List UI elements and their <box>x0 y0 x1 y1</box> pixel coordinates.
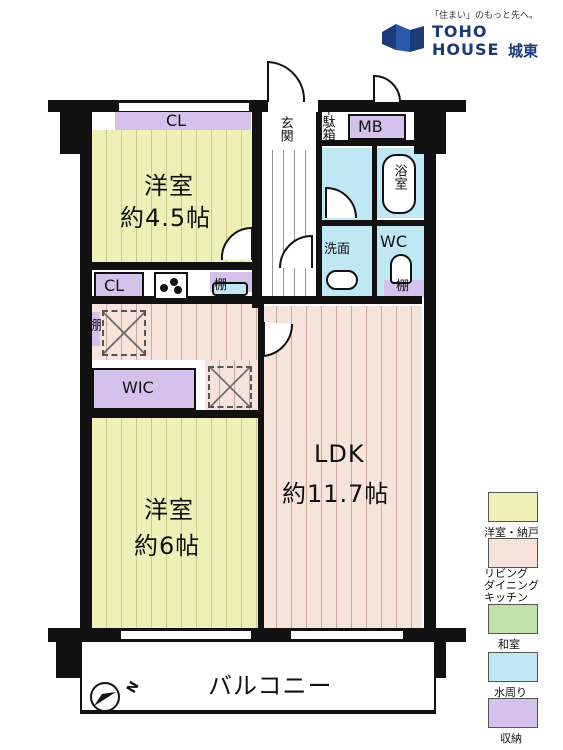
wall-corridor-left <box>252 112 262 308</box>
shoe-box-label: 下駄箱 <box>319 102 335 141</box>
storage-box-right-icon <box>208 366 252 408</box>
wall-corridor-right <box>316 112 322 302</box>
washbasin-icon <box>326 270 358 290</box>
washroom-label: 洗面 <box>324 242 351 257</box>
ldk-door-icon <box>263 322 294 358</box>
western-bottom-name: 洋室 <box>144 496 194 524</box>
legend-label-storage: 収納 <box>500 732 522 745</box>
corridor <box>262 150 318 300</box>
window-bottom-right <box>290 630 404 640</box>
wall-top-room-bottom <box>92 262 252 270</box>
legend-label-water: 水周り <box>494 686 527 699</box>
wall-bottom-room-top <box>92 410 258 418</box>
logo: 「住まい」のもっと先へ。 TOHO HOUSE 城東 <box>382 8 557 60</box>
legend-swatch-western <box>488 492 538 522</box>
wall-ldk-left <box>258 304 264 630</box>
mb-label: MB <box>358 117 383 136</box>
cl-mid-label: CL <box>104 276 125 295</box>
logo-tagline: 「住まい」のもっと先へ。 <box>430 11 539 21</box>
western-top-name: 洋室 <box>144 172 194 200</box>
logo-line2: HOUSE <box>432 40 500 59</box>
mb-box <box>348 114 406 140</box>
shelf-wc-box <box>384 280 424 296</box>
legend-swatch-ldk <box>488 538 538 568</box>
logo-line1: TOHO <box>432 22 488 41</box>
wall-right <box>424 100 436 640</box>
room-top-door-icon <box>220 226 253 261</box>
legend-label-japanese: 和室 <box>498 638 520 651</box>
ldk-name: LDK <box>314 440 365 468</box>
toilet-icon <box>390 254 412 284</box>
storage-box-left-icon <box>102 310 146 356</box>
legend-label-ldk: リビング ダイニング キッチン <box>484 567 539 605</box>
mb-door-icon <box>373 74 401 103</box>
compass-icon <box>90 682 120 712</box>
legend-label-western: 洋室・納戸 <box>484 526 539 539</box>
logo-mark-icon <box>382 24 424 52</box>
legend-swatch-storage <box>488 698 538 728</box>
wall-mb-bottom <box>318 140 426 146</box>
pillar-tl <box>60 100 92 154</box>
western-bottom-size: 約6帖 <box>134 532 201 560</box>
wc-label: WC <box>380 232 407 251</box>
washroom-door-icon <box>279 234 313 269</box>
legend-swatch-water <box>488 652 538 682</box>
western-room-bottom <box>92 418 258 630</box>
western-top-size: 約4.5帖 <box>120 204 212 232</box>
entrance-door-icon <box>267 60 306 103</box>
legend-swatch-japanese <box>488 604 538 634</box>
logo-branch: 城東 <box>508 42 539 60</box>
bathtub-icon <box>382 154 416 214</box>
cl-top-label: CL <box>166 111 187 130</box>
bath-door-icon <box>325 186 357 219</box>
balcony <box>80 642 436 714</box>
ldk-room <box>262 306 422 632</box>
bath-label: 浴室 <box>391 164 407 190</box>
wall-left <box>80 100 92 640</box>
shelf-wc-label: 棚 <box>396 279 410 294</box>
window-top <box>118 102 250 112</box>
stove-icon <box>154 272 188 300</box>
balcony-label: バルコニー <box>208 672 333 700</box>
shelf-kitchen-label: 棚 <box>214 278 228 293</box>
wall-kitchen-bottom <box>92 296 422 304</box>
kitchen-sink-icon <box>212 282 248 296</box>
window-bottom-left <box>120 630 252 640</box>
shelf-left-label: 棚 <box>85 318 101 331</box>
wic-box <box>92 368 196 410</box>
wall-bath-bottom <box>318 220 426 226</box>
closet-top <box>115 112 251 130</box>
ldk-size: 約11.7帖 <box>282 480 390 508</box>
entrance-label: 玄関 <box>277 116 293 142</box>
wic-label: WIC <box>122 378 154 397</box>
